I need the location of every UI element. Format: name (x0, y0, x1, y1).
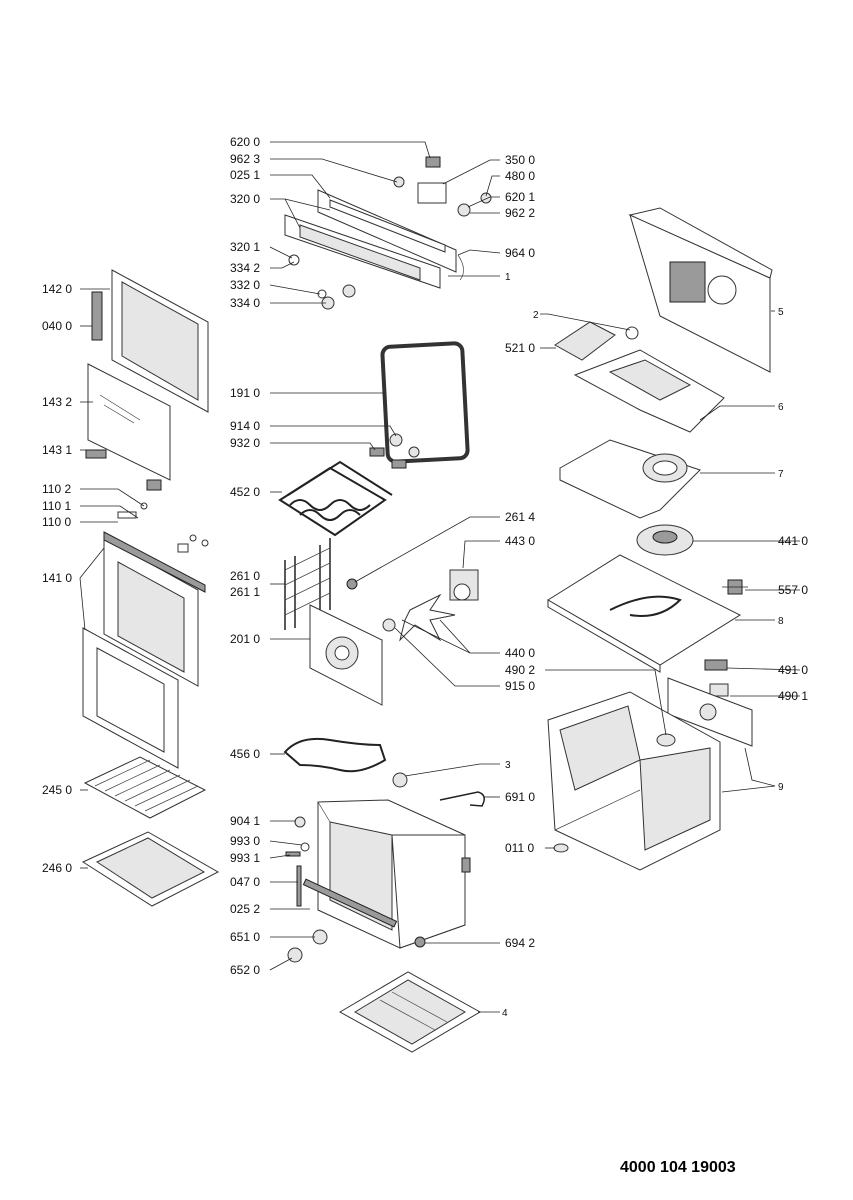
part-label: 334 0 (230, 296, 260, 310)
fan-motor (346, 569, 479, 642)
part-label: 964 0 (505, 246, 535, 260)
rear-panel (309, 604, 383, 706)
part-label: 932 0 (230, 436, 260, 450)
fan-housing (559, 439, 701, 519)
part-label: 620 1 (505, 190, 535, 204)
cavity-top-panel (547, 554, 742, 673)
part-label: 040 0 (42, 319, 72, 333)
part-label: 456 0 (230, 747, 260, 761)
part-label: 962 3 (230, 152, 260, 166)
part-label: 521 0 (505, 341, 535, 355)
part-labels: 620 0 962 3 025 1 320 0 320 1 334 2 332 … (42, 135, 808, 1019)
part-label: 5 (778, 307, 784, 318)
cooling-fan (636, 524, 694, 556)
part-label: 110 2 (42, 482, 71, 496)
door-glass (87, 363, 171, 481)
door-seal (380, 341, 470, 464)
part-label: 914 0 (230, 419, 260, 433)
part-label: 320 0 (230, 192, 260, 206)
part-label: 452 0 (230, 485, 260, 499)
part-label: 4 (502, 1008, 508, 1019)
bottom-plate (338, 971, 482, 1053)
part-label: 480 0 (505, 169, 535, 183)
door-clips (85, 449, 209, 553)
part-label: 334 2 (230, 261, 260, 275)
leader-lines (79, 141, 801, 1013)
part-label: 110 0 (42, 515, 71, 529)
part-label: 651 0 (230, 930, 260, 944)
part-label: 025 2 (230, 902, 260, 916)
part-label: 490 1 (778, 689, 808, 703)
part-label: 332 0 (230, 278, 260, 292)
document-number: 4000 104 19003 (620, 1159, 736, 1176)
part-label: 320 1 (230, 240, 260, 254)
part-label: 491 0 (778, 663, 808, 677)
part-label: 557 0 (778, 583, 808, 597)
part-label: 143 1 (42, 443, 72, 457)
grill-element (278, 460, 393, 537)
lamp-holders (369, 433, 420, 469)
part-label: 246 0 (42, 861, 72, 875)
part-label: 3 (505, 760, 511, 771)
top-cover (628, 207, 773, 373)
part-label: 143 2 (42, 395, 72, 409)
part-label: 191 0 (230, 386, 260, 400)
part-label: 904 1 (230, 814, 260, 828)
part-label: 694 2 (505, 936, 535, 950)
part-label: 915 0 (505, 679, 535, 693)
part-label: 962 2 (505, 206, 535, 220)
oven-rack (83, 756, 207, 819)
part-label: 620 0 (230, 135, 260, 149)
inner-door (82, 531, 206, 769)
part-label: 110 1 (42, 499, 71, 513)
part-label: 261 0 (230, 569, 260, 583)
part-label: 6 (778, 402, 784, 413)
part-label: 025 1 (230, 168, 260, 182)
outer-door (91, 269, 209, 413)
part-label: 1 (505, 272, 511, 283)
thermostat (722, 579, 748, 595)
part-label: 691 0 (505, 790, 535, 804)
control-panel-assembly (284, 156, 492, 310)
part-label: 350 0 (505, 153, 535, 167)
part-label: 047 0 (230, 875, 260, 889)
part-label: 011 0 (505, 841, 534, 855)
part-label: 7 (778, 469, 784, 480)
bottom-element (283, 737, 387, 773)
part-label: 261 4 (505, 510, 535, 524)
part-label: 245 0 (42, 783, 72, 797)
part-label: 261 1 (230, 585, 260, 599)
board-housing (573, 349, 725, 433)
connectors (667, 659, 753, 747)
part-label: 993 0 (230, 834, 260, 848)
part-label: 9 (778, 782, 784, 793)
baking-tray (81, 831, 220, 907)
part-label: 652 0 (230, 963, 260, 977)
part-label: 443 0 (505, 534, 535, 548)
electronic-board (554, 321, 639, 361)
part-label: 8 (778, 616, 784, 627)
part-label: 201 0 (230, 632, 260, 646)
side-racks (284, 538, 331, 630)
outer-casing (547, 691, 721, 871)
part-label: 142 0 (42, 282, 72, 296)
part-label: 441 0 (778, 534, 808, 548)
part-label: 490 2 (505, 663, 535, 677)
part-label: 440 0 (505, 646, 535, 660)
oven-cavity (302, 799, 471, 949)
part-label: 141 0 (42, 571, 72, 585)
part-label: 993 1 (230, 851, 260, 865)
part-label: 2 (533, 310, 539, 321)
